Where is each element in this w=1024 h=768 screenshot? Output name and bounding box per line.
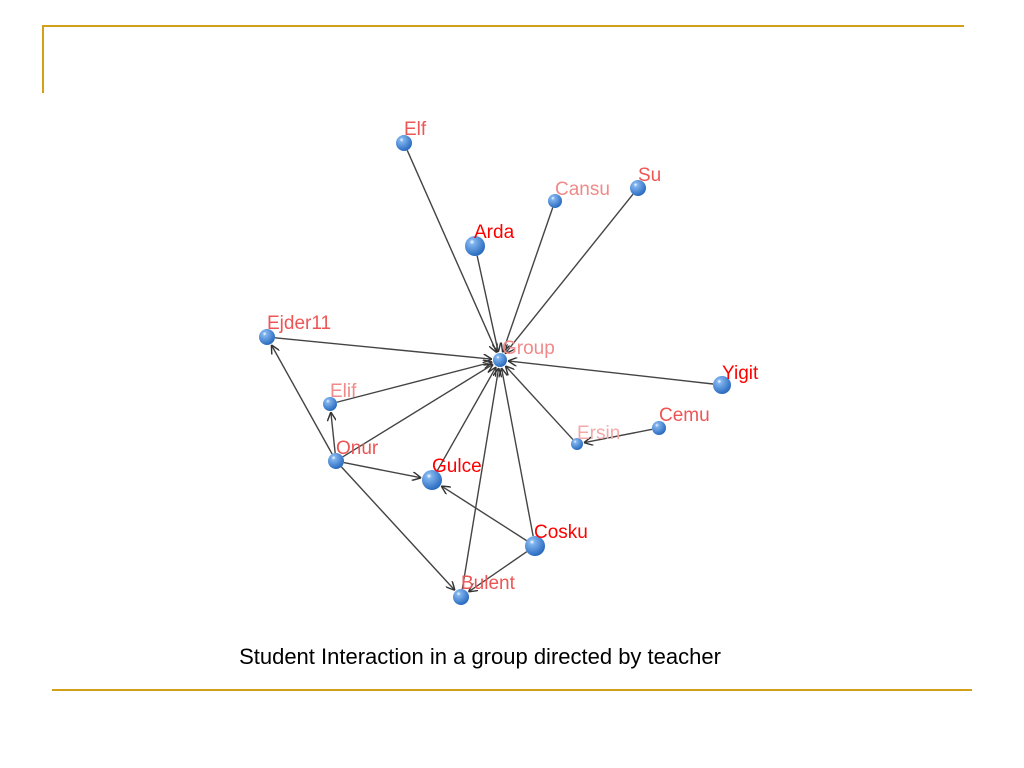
node-group: Group [493,338,555,367]
edge-onur-to-group [342,364,493,458]
node-marker-onur [328,453,344,469]
edge-cansu-to-group [503,207,554,353]
node-cansu: Cansu [548,179,610,208]
node-marker-cemu [652,421,666,435]
node-cemu: Cemu [652,405,710,435]
node-label-elf_top: Elf [404,119,427,140]
node-cosku: Cosku [525,522,588,556]
node-gulce: Gulce [422,456,482,490]
node-marker-arda [465,236,485,256]
edge-yigit-to-group [508,361,714,385]
edge-cosku-to-group [501,368,534,537]
edges-layer [271,150,714,592]
node-marker-elf_top [396,135,412,151]
node-elf_top: Elf [396,119,427,151]
edge-elif-to-group [336,362,492,403]
bottom-rule [52,689,972,691]
node-marker-ejder11 [259,329,275,345]
edge-elf_top-to-group [406,150,497,352]
node-label-cosku: Cosku [534,522,588,543]
node-ersin: Ersin [571,423,620,450]
left-rule [42,25,44,93]
edge-bulent-to-group [461,368,498,590]
node-onur: Onur [328,438,379,469]
node-marker-bulent [453,589,469,605]
edge-cosku-to-bulent [468,551,528,592]
edge-arda-to-group [476,255,498,352]
node-label-onur: Onur [336,438,379,459]
edge-cemu-to-ersin [584,428,653,442]
edge-cosku-to-gulce [441,486,527,542]
edge-ersin-to-group [505,366,574,441]
edge-ejder11-to-group [274,337,492,359]
node-label-ejder11: Ejder11 [267,313,331,334]
top-rule [42,25,964,27]
node-marker-yigit [713,376,731,394]
edge-onur-to-bulent [340,466,454,590]
node-bulent: Bulent [453,573,516,605]
edge-onur-to-gulce [343,461,421,478]
node-ejder11: Ejder11 [259,313,331,345]
node-marker-su [630,180,646,196]
node-label-gulce: Gulce [432,456,482,477]
node-label-cemu: Cemu [659,405,710,426]
node-elif: Elif [323,381,357,411]
node-marker-elif [323,397,337,411]
edge-gulce-to-group [436,367,496,472]
node-marker-group [493,353,507,367]
node-label-arda: Arda [474,222,515,243]
node-marker-gulce [422,470,442,490]
node-yigit: Yigit [713,363,759,394]
node-marker-cansu [548,194,562,208]
node-marker-ersin [571,438,583,450]
node-arda: Arda [465,222,515,256]
node-label-bulent: Bulent [461,573,516,594]
node-label-group: Group [502,338,555,359]
node-label-ersin: Ersin [577,423,620,444]
node-label-yigit: Yigit [722,363,759,384]
edge-onur-to-ejder11 [271,345,333,455]
edge-su-to-group [505,193,634,354]
diagram-caption: Student Interaction in a group directed … [239,644,721,669]
node-label-elif: Elif [330,381,357,402]
node-marker-cosku [525,536,545,556]
node-label-cansu: Cansu [555,179,610,200]
node-label-su: Su [638,165,661,186]
node-su: Su [630,165,661,196]
edge-onur-to-elif [331,412,335,454]
